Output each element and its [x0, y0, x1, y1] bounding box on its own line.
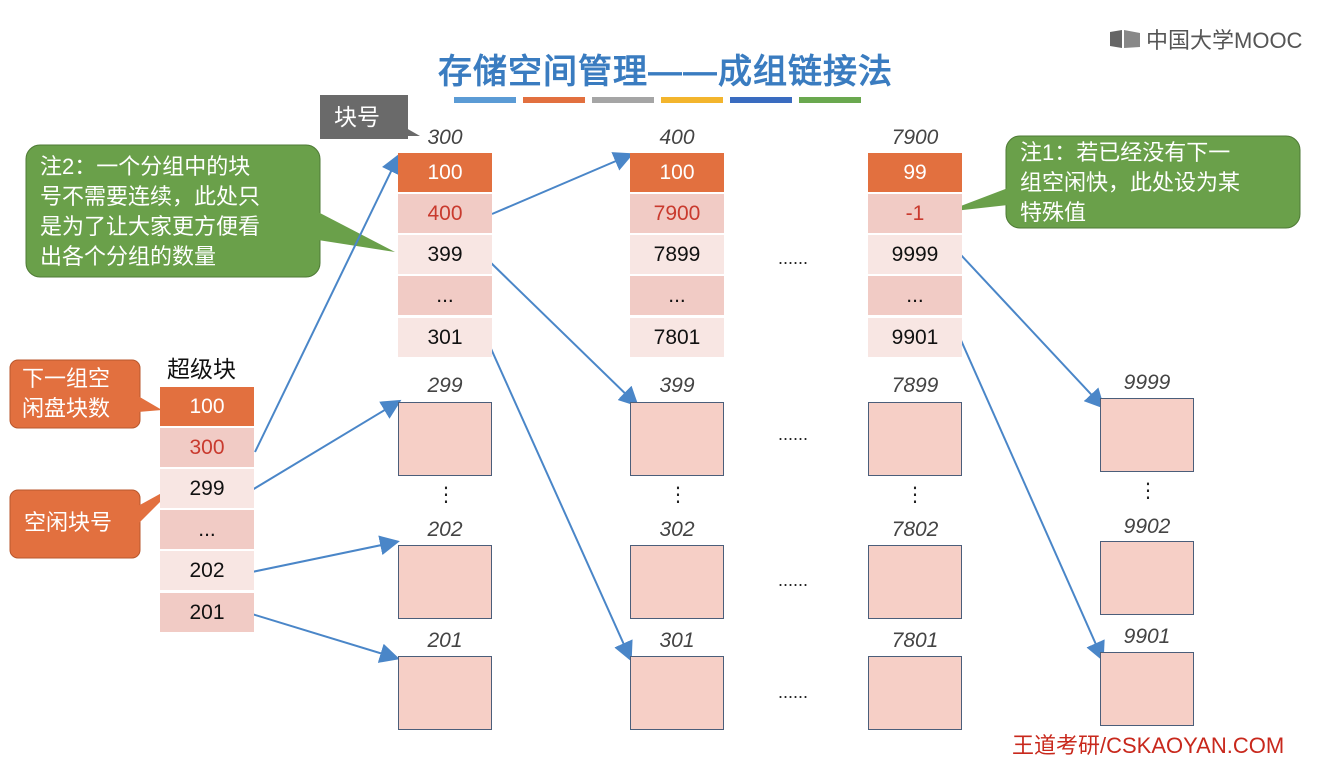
group-cell-next: 7900 — [630, 194, 724, 233]
arrow-g3-9999 — [959, 253, 1105, 409]
group-cell: ... — [398, 276, 492, 315]
free-block — [398, 656, 492, 730]
free-block-label: 9999 — [1123, 371, 1171, 394]
group-cell: 7801 — [630, 318, 724, 357]
group-cell: 9999 — [868, 235, 962, 274]
free-no-callout — [9, 489, 141, 559]
group-label: 7900 — [891, 126, 939, 149]
group-cell: 399 — [398, 235, 492, 274]
superblock-cell: ... — [160, 510, 254, 549]
free-block — [630, 656, 724, 730]
arrow-g1-400 — [491, 152, 634, 215]
note2-callout-pointer — [318, 212, 395, 252]
free-block-label: 302 — [659, 518, 695, 541]
title-color-segment — [454, 97, 516, 103]
group-cell: ... — [868, 276, 962, 315]
vertical-ellipsis: ⋮ — [668, 484, 688, 506]
note2-text: 注2：一个分组中的块 号不需要连续，此处只 是为了让大家更方便看 出各个分组的数… — [40, 152, 260, 272]
group-label: 300 — [427, 126, 463, 149]
mooc-logo: 中国大学MOOC — [1108, 24, 1302, 54]
free-block — [630, 545, 724, 619]
free-block-label: 399 — [659, 374, 695, 397]
note2-line-3: 是为了让大家更方便看 — [40, 214, 261, 239]
free-block — [398, 402, 492, 476]
note1-line-1: 注1：若已经没有下一 — [1020, 140, 1231, 165]
vertical-ellipsis: ⋮ — [436, 484, 456, 506]
horizontal-ellipsis: ...... — [778, 248, 809, 268]
horizontal-ellipsis: ...... — [778, 682, 809, 702]
free-block — [630, 402, 724, 476]
free-block-label: 7801 — [891, 629, 939, 652]
free-block — [1100, 541, 1194, 615]
free-block — [1100, 398, 1194, 472]
superblock-cell: 201 — [160, 593, 254, 632]
free-block-label: 9902 — [1123, 515, 1171, 538]
note2-line-4: 出各个分组的数量 — [40, 244, 217, 269]
group-cell-count: 99 — [868, 153, 962, 192]
group-cell: ... — [630, 276, 724, 315]
note2-line-1: 注2：一个分组中的块 — [40, 154, 251, 179]
arrow-sb-300 — [254, 153, 401, 453]
next-group-line-2: 闲盘块数 — [22, 396, 111, 421]
free-block — [398, 545, 492, 619]
mooc-logo-icon — [1110, 30, 1140, 48]
free-block-label: 301 — [659, 629, 695, 652]
group-cell-next: 400 — [398, 194, 492, 233]
free-block — [1100, 652, 1194, 726]
title-color-segment — [799, 97, 861, 103]
note1-text: 注1：若已经没有下一 组空闲快，此处设为某 特殊值 — [1020, 138, 1240, 228]
block-no-callout-text: 块号 — [334, 104, 380, 130]
next-group-line-1: 下一组空 — [22, 366, 111, 391]
arrow-sb-299 — [251, 399, 402, 491]
group-cell: 7899 — [630, 235, 724, 274]
arrow-g3-9901 — [959, 337, 1105, 662]
free-block — [868, 402, 962, 476]
free-block-label: 202 — [427, 518, 463, 541]
free-block-label: 299 — [427, 374, 463, 397]
free-block — [868, 656, 962, 730]
superblock-cell-count: 100 — [160, 387, 254, 426]
group-cell-next: -1 — [868, 194, 962, 233]
arrow-g1-301 — [487, 341, 633, 662]
free-block — [868, 545, 962, 619]
next-group-callout — [9, 359, 141, 429]
superblock-cell-next: 300 — [160, 428, 254, 467]
group-cell-count: 100 — [398, 153, 492, 192]
horizontal-ellipsis: ...... — [778, 570, 809, 590]
vertical-ellipsis: ⋮ — [905, 484, 925, 506]
footer-watermark: 王道考研/CSKAOYAN.COM — [1012, 733, 1285, 758]
free-block-label: 7802 — [891, 518, 939, 541]
note1-line-3: 特殊值 — [1020, 200, 1087, 225]
note1-callout — [1005, 135, 1301, 229]
superblock-cell: 202 — [160, 551, 254, 590]
superblock-title: 超级块 — [167, 356, 236, 382]
note2-callout — [25, 144, 321, 278]
free-no-text: 空闲块号 — [24, 510, 113, 535]
free-block-label: 7899 — [891, 374, 939, 397]
title-color-segment — [661, 97, 723, 103]
slide-title: 存储空间管理——成组链接法 — [438, 53, 893, 91]
title-color-segment — [592, 97, 654, 103]
arrow-sb-202 — [251, 535, 400, 573]
next-group-callout-pointer — [138, 396, 162, 412]
group-label: 400 — [659, 126, 695, 149]
next-group-text: 下一组空 闲盘块数 — [22, 364, 110, 424]
title-color-segment — [523, 97, 585, 103]
vertical-ellipsis: ⋮ — [1138, 480, 1158, 502]
title-color-segment — [730, 97, 792, 103]
note1-line-2: 组空闲快，此处设为某 — [1020, 170, 1241, 195]
superblock-cell: 299 — [160, 469, 254, 508]
arrow-g1-399 — [487, 259, 639, 407]
group-cell: 9901 — [868, 318, 962, 357]
free-block-label: 201 — [427, 629, 463, 652]
group-cell-count: 100 — [630, 153, 724, 192]
group-cell: 301 — [398, 318, 492, 357]
mooc-logo-text: 中国大学MOOC — [1146, 28, 1303, 53]
horizontal-ellipsis: ...... — [778, 424, 809, 444]
arrow-sb-201 — [251, 613, 400, 663]
free-block-label: 9901 — [1123, 625, 1171, 648]
note2-line-2: 号不需要连续，此处只 — [40, 184, 261, 209]
